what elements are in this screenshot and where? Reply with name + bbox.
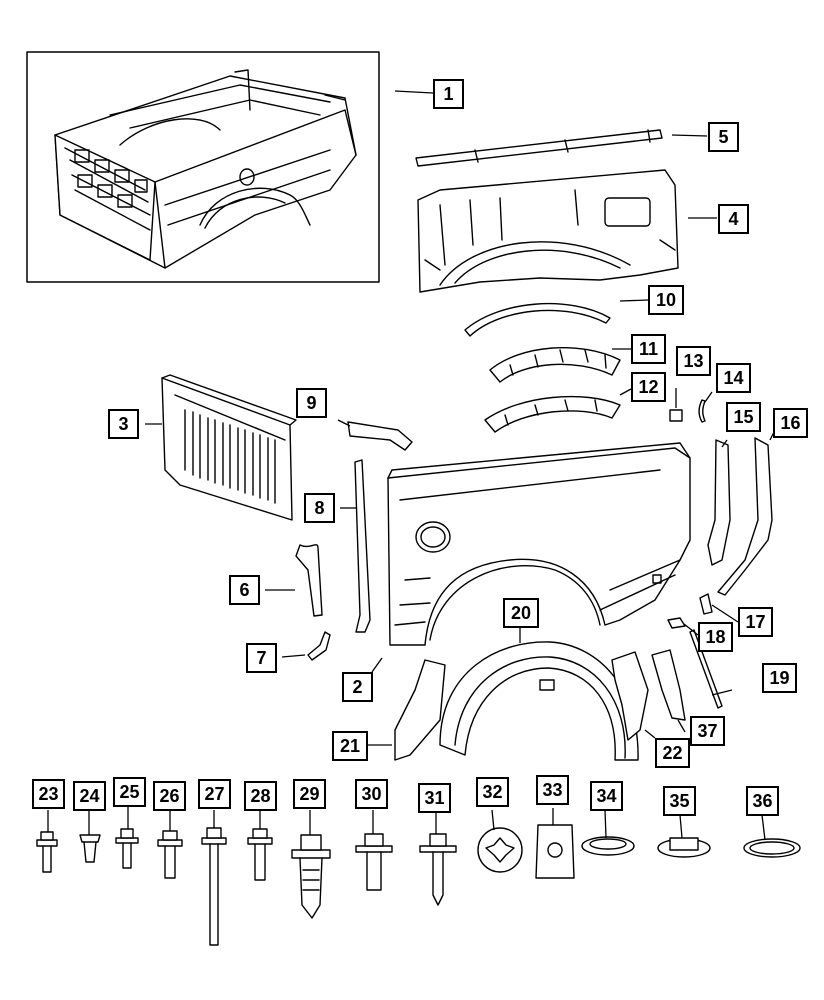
hardware-25 (115, 828, 139, 869)
callout-6: 6 (229, 575, 260, 605)
callout-30: 30 (355, 779, 388, 809)
part-6-strap (295, 544, 323, 617)
hardware-27 (201, 827, 227, 946)
part-14-clip (698, 399, 706, 423)
callout-27: 27 (198, 779, 231, 809)
part-21-liner-front (394, 659, 446, 761)
callout-33: 33 (536, 775, 569, 805)
part-10-flare-strip (464, 303, 611, 337)
callout-36: 36 (746, 786, 779, 816)
assembly-inset-frame (26, 51, 380, 283)
callout-19: 19 (762, 663, 797, 693)
callout-15: 15 (726, 402, 761, 432)
part-16-reinforcement (717, 437, 773, 596)
hardware-30 (355, 833, 393, 891)
part-9-bracket (347, 421, 413, 451)
hardware-23 (36, 831, 58, 873)
hardware-29 (291, 834, 331, 919)
callout-12: 12 (631, 372, 666, 402)
part-8-pillar (354, 459, 371, 633)
part-15-reinforcement (707, 439, 731, 566)
callout-17: 17 (738, 607, 773, 637)
part-4-inner-panel (417, 169, 679, 293)
callout-18: 18 (698, 622, 733, 652)
part-11-wheelhouse-upper (489, 346, 621, 383)
callout-16: 16 (773, 408, 808, 438)
callout-10: 10 (648, 285, 684, 315)
part-22-liner-rear (611, 651, 649, 741)
part-7-clip (307, 631, 331, 661)
callout-24: 24 (73, 781, 106, 811)
callout-5: 5 (708, 122, 739, 152)
hardware-24 (79, 834, 101, 863)
part-2-outer-side (387, 442, 691, 646)
callout-31: 31 (418, 783, 451, 813)
callout-13: 13 (676, 346, 711, 376)
callout-3: 3 (108, 409, 139, 439)
hardware-32 (477, 827, 523, 873)
callout-35: 35 (663, 786, 696, 816)
callout-34: 34 (590, 781, 623, 811)
part-3-front-panel (161, 374, 297, 521)
part-17-bracket (699, 593, 713, 615)
callout-21: 21 (332, 731, 368, 761)
callout-26: 26 (153, 781, 186, 811)
part-5-cross-sill (415, 129, 663, 167)
callout-11: 11 (631, 334, 666, 364)
callout-4: 4 (718, 204, 749, 234)
callout-32: 32 (476, 777, 509, 807)
callout-20: 20 (503, 598, 539, 628)
callout-14: 14 (716, 363, 751, 393)
part-13-clip (669, 409, 683, 422)
hardware-34 (581, 836, 635, 856)
part-12-wheelhouse-lower (484, 395, 621, 433)
callout-8: 8 (304, 493, 335, 523)
hardware-33 (535, 824, 575, 879)
callout-23: 23 (32, 779, 65, 809)
callout-22: 22 (655, 738, 690, 768)
callout-28: 28 (244, 781, 277, 811)
part-20-wheelhouse-liner (439, 641, 639, 761)
hardware-31 (419, 833, 457, 906)
hardware-26 (157, 830, 183, 879)
callout-29: 29 (293, 779, 326, 809)
callout-25: 25 (113, 777, 146, 807)
hardware-28 (247, 828, 273, 881)
callout-7: 7 (246, 643, 277, 673)
callout-37: 37 (690, 716, 725, 746)
callout-9: 9 (296, 388, 327, 418)
callout-2: 2 (342, 672, 373, 702)
hardware-36 (743, 838, 801, 858)
callout-1: 1 (433, 79, 464, 109)
assembled-truck-bed (54, 69, 357, 269)
part-37-bracket (651, 649, 686, 721)
hardware-35 (657, 837, 711, 858)
part-18-bracket (667, 617, 686, 629)
